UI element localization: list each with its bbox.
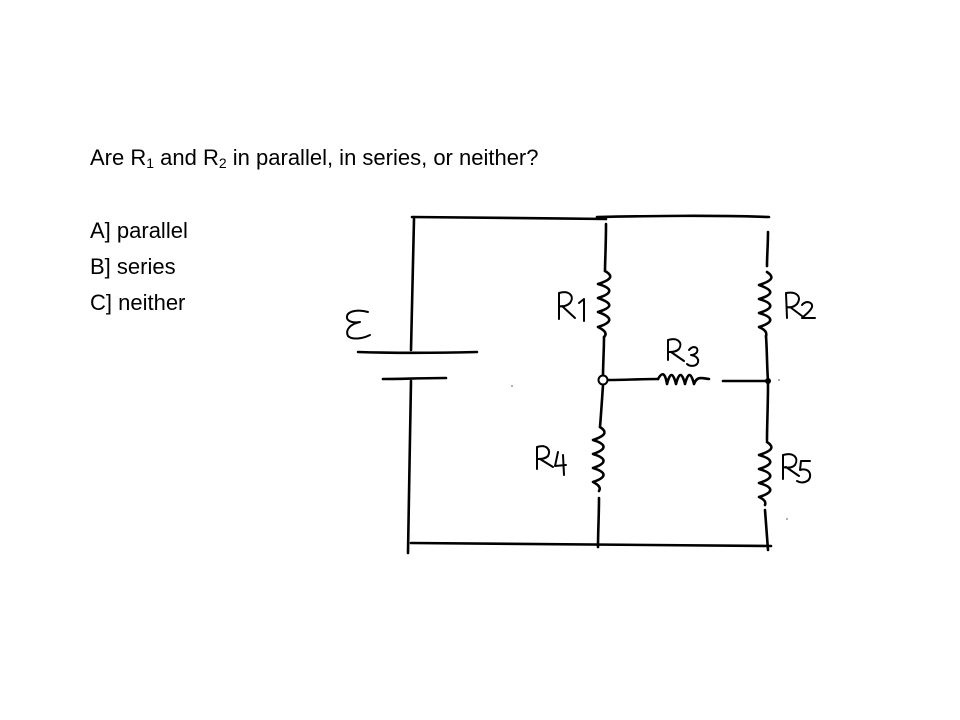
question-subscript-1: 1: [146, 155, 155, 171]
question-suffix: in parallel, in series, or neither?: [226, 145, 539, 170]
scan-speck: [511, 385, 513, 387]
label-r3: [667, 338, 700, 367]
battery-short-plate: [381, 376, 448, 381]
wire-right-top: [765, 230, 770, 268]
option-b[interactable]: B] series: [90, 254, 176, 279]
label-r4: [536, 445, 567, 476]
resistor-r1: [596, 269, 612, 339]
resistor-r5: [757, 440, 773, 507]
wire-r4-bottom: [596, 496, 601, 549]
wire-top-right: [595, 214, 771, 219]
junction-right: [765, 378, 771, 384]
answer-options: A] parallel B] series C] neither: [90, 213, 188, 321]
wire-top-left: [410, 215, 608, 221]
question-prefix: Are R: [90, 145, 147, 170]
wire-node-r3: [606, 377, 660, 382]
wire-bottom: [409, 541, 773, 548]
wire-left-upper: [409, 217, 416, 352]
wire-node-r5: [765, 382, 770, 442]
scan-speck: [786, 518, 788, 520]
question-text: Are R1 and R2 in parallel, in series, or…: [90, 145, 539, 171]
label-emf: [346, 309, 371, 340]
wire-r1-node: [601, 335, 606, 378]
label-r1: [558, 291, 585, 322]
wire-mid-top: [603, 222, 608, 273]
scan-speck: [778, 379, 780, 381]
label-r2: [785, 291, 816, 319]
question-subscript-2: 2: [218, 155, 227, 171]
junction-left: [597, 374, 609, 386]
battery-long-plate: [356, 350, 479, 355]
option-c[interactable]: C] neither: [90, 290, 186, 315]
option-a[interactable]: A] parallel: [90, 218, 188, 243]
question-middle: and R: [154, 145, 219, 170]
wire-r5-bottom: [763, 508, 770, 552]
wire-left-lower: [406, 379, 413, 555]
wire-r2-node: [764, 334, 770, 383]
resistor-r4: [591, 425, 606, 493]
resistor-r3: [656, 373, 711, 386]
label-r5: [782, 453, 812, 484]
resistor-r2: [757, 270, 773, 338]
wire-node-r4: [598, 383, 605, 429]
